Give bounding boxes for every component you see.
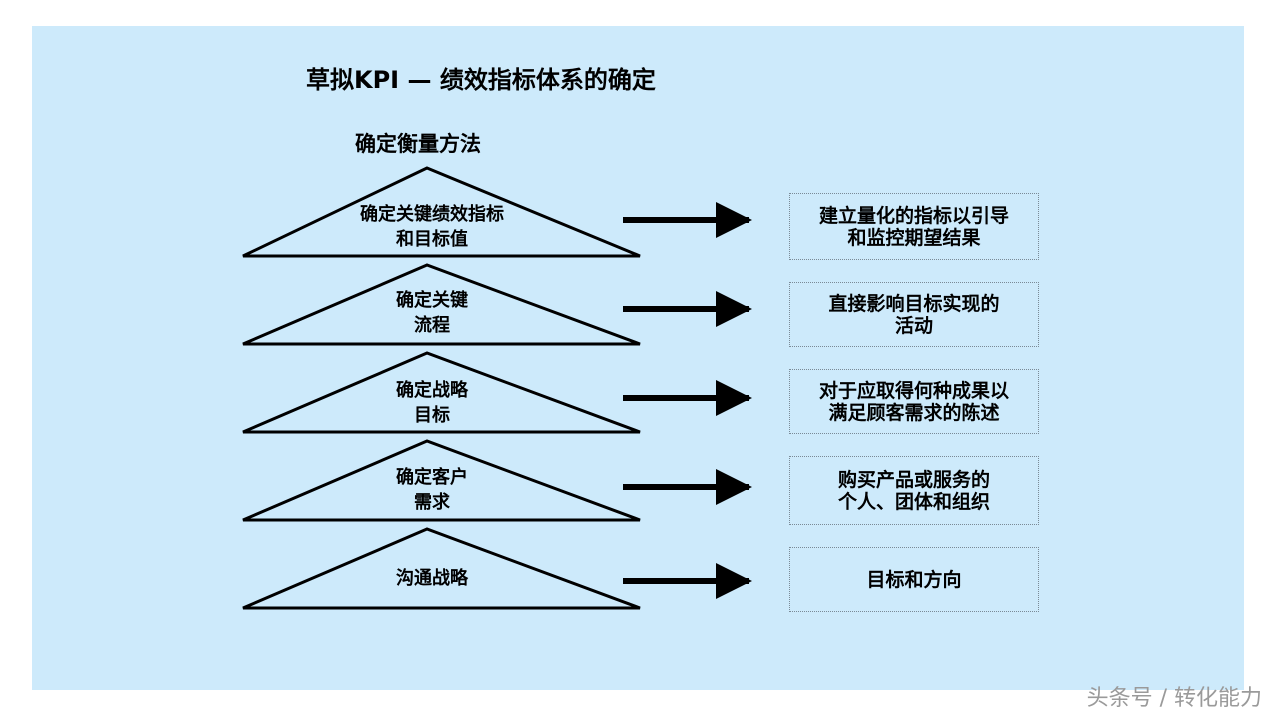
pyramid-level-4-triangle: [242, 439, 641, 522]
description-line: 直接影响目标实现的: [828, 292, 1000, 315]
pyramid-level-5-label: 沟通战略: [312, 566, 552, 591]
pyramid-level-4-label: 确定客户需求: [312, 465, 552, 515]
watermark-text: 头条号 / 转化能力: [1086, 686, 1262, 711]
pyramid-level-3-triangle: [242, 351, 641, 434]
level-4-description-box: 购买产品或服务的个人、团体和组织: [789, 456, 1039, 525]
pyramid-level-2-triangle: [242, 263, 641, 346]
level-2-description-box: 直接影响目标实现的活动: [789, 282, 1039, 347]
description-line: 满足顾客需求的陈述: [828, 401, 1000, 424]
description-line: 对于应取得何种成果以: [818, 379, 1009, 402]
pyramid-level-5-triangle: [242, 527, 641, 610]
label-line: 确定客户: [396, 467, 468, 488]
page-title: 草拟KPI — 绩效指标体系的确定: [306, 66, 656, 94]
label-line: 确定关键绩效指标: [360, 204, 504, 225]
label-line: 流程: [414, 315, 450, 336]
pyramid-level-1-triangle: [242, 166, 641, 258]
level-1-description-box: 建立量化的指标以引导和监控期望结果: [789, 193, 1039, 260]
label-line: 确定战略: [396, 380, 468, 401]
pyramid-level-2-label: 确定关键流程: [312, 288, 552, 338]
description-line: 个人、团体和组织: [837, 490, 990, 513]
pyramid-level-3-label: 确定战略目标: [312, 378, 552, 428]
label-line: 沟通战略: [396, 568, 468, 589]
label-line: 目标: [414, 405, 450, 426]
level-3-description-box: 对于应取得何种成果以满足顾客需求的陈述: [789, 369, 1039, 434]
pyramid-level-1-label: 确定关键绩效指标和目标值: [312, 202, 552, 252]
label-line: 需求: [414, 492, 450, 513]
description-line: 活动: [894, 314, 933, 337]
description-line: 和监控期望结果: [847, 226, 981, 249]
description-line: 购买产品或服务的: [837, 468, 990, 491]
level-5-description-box: 目标和方向: [789, 547, 1039, 612]
label-line: 和目标值: [396, 229, 468, 250]
description-line: 建立量化的指标以引导: [818, 204, 1009, 227]
description-line: 目标和方向: [866, 568, 962, 591]
section-subtitle: 确定衡量方法: [355, 132, 481, 156]
label-line: 确定关键: [396, 290, 468, 311]
